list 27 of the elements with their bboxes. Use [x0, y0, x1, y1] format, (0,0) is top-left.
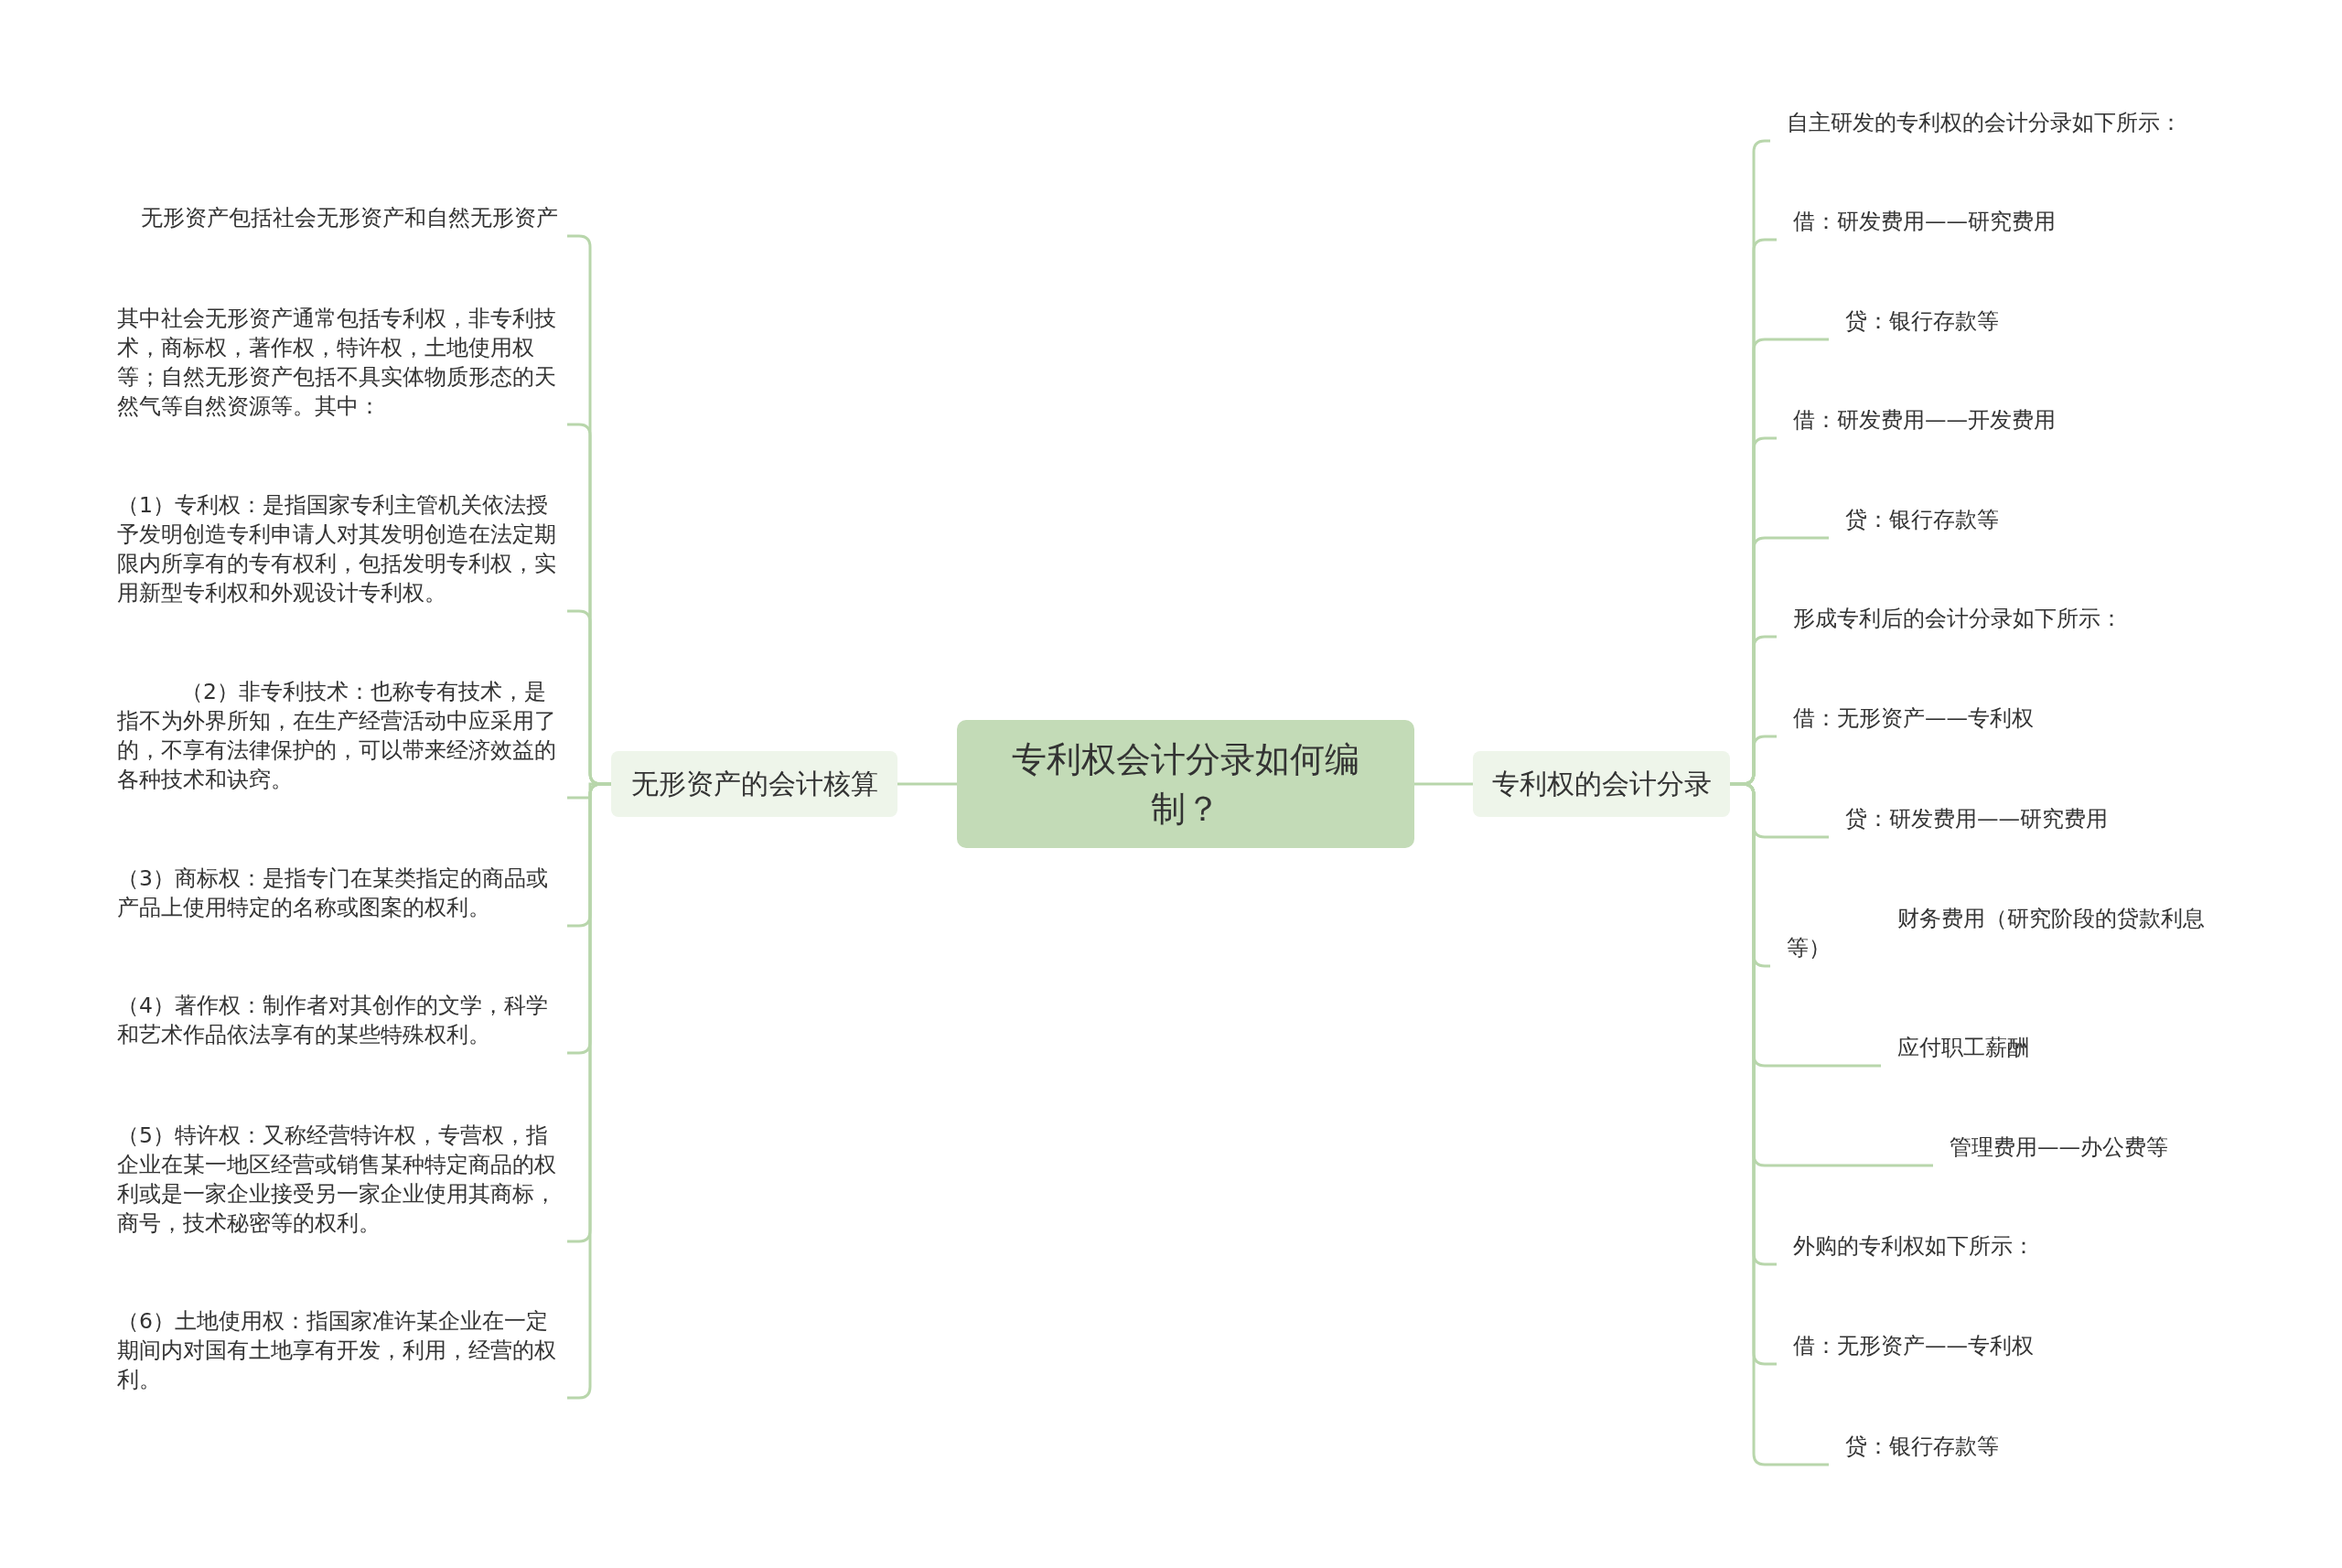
topic-text: （2）非专利技术：也称专有技术，是指不为外界所知，在生产经营活动中应采用了的，不享有法律保护的，可以带来经济效益的各种技术和诀窍。 — [117, 677, 567, 798]
topic-text: 管理费用——办公费等 — [1933, 1133, 2168, 1165]
connector-line — [897, 782, 957, 786]
topic-text: （3）商标权：是指专门在某类指定的商品或产品上使用特定的名称或图案的权利。 — [117, 864, 567, 926]
topic-text: 借：无形资产——专利权 — [1777, 703, 2034, 736]
topic-box: 无形资产的会计核算 — [611, 751, 897, 817]
topic-text: （1）专利权：是指国家专利主管机关依法授予发明创造专利申请人对其发明创造在法定期限内所享有的专有权利，包括发明专利权，实用新型专利权和外观设计专利权。 — [117, 490, 567, 611]
topic-text: 贷：银行存款等 — [1829, 306, 1999, 339]
topic-text: （5）特许权：又称经营特许权，专营权，指企业在某一地区经营或销售某种特定商品的权利或是一家企业接受另一家企业使用其商标，商号，技术秘密等的权利。 — [117, 1121, 567, 1241]
connector-line — [1414, 782, 1473, 786]
topic-text: （4）著作权：制作者对其创作的文学，科学和艺术作品依法享有的某些特殊权利。 — [117, 991, 567, 1053]
topic-text: 无形资产包括社会无形资产和自然无形资产 — [117, 203, 567, 236]
topic-text: 自主研发的专利权的会计分录如下所示： — [1770, 108, 2182, 141]
topic-text: 其中社会无形资产通常包括专利权，非专利技术，商标权，著作权，特许权，土地使用权等；自然无形资产包括不具实体物质形态的天然气等自然资源等。其中： — [117, 304, 567, 424]
topic-text: 借：研发费用——开发费用 — [1777, 405, 2056, 438]
topic-text: 应付职工薪酬 — [1881, 1033, 2029, 1066]
topic-text: 外购的专利权如下所示： — [1777, 1231, 2035, 1264]
topic-text: 贷：银行存款等 — [1829, 1432, 1999, 1465]
topic-text: 形成专利后的会计分录如下所示： — [1777, 604, 2122, 637]
central-topic-box: 专利权会计分录如何编制？ — [957, 720, 1414, 848]
topic-text: 借：研发费用——研究费用 — [1777, 207, 2056, 240]
topic-text: 贷：银行存款等 — [1829, 505, 1999, 538]
topic-box: 专利权的会计分录 — [1473, 751, 1730, 817]
topic-text: 财务费用（研究阶段的贷款利息等） — [1770, 904, 2232, 966]
topic-text: 借：无形资产——专利权 — [1777, 1331, 2034, 1364]
topic-text: （6）土地使用权：指国家准许某企业在一定期间内对国有土地享有开发，利用，经营的权利。 — [117, 1306, 567, 1398]
topic-text: 贷：研发费用——研究费用 — [1829, 804, 2108, 837]
